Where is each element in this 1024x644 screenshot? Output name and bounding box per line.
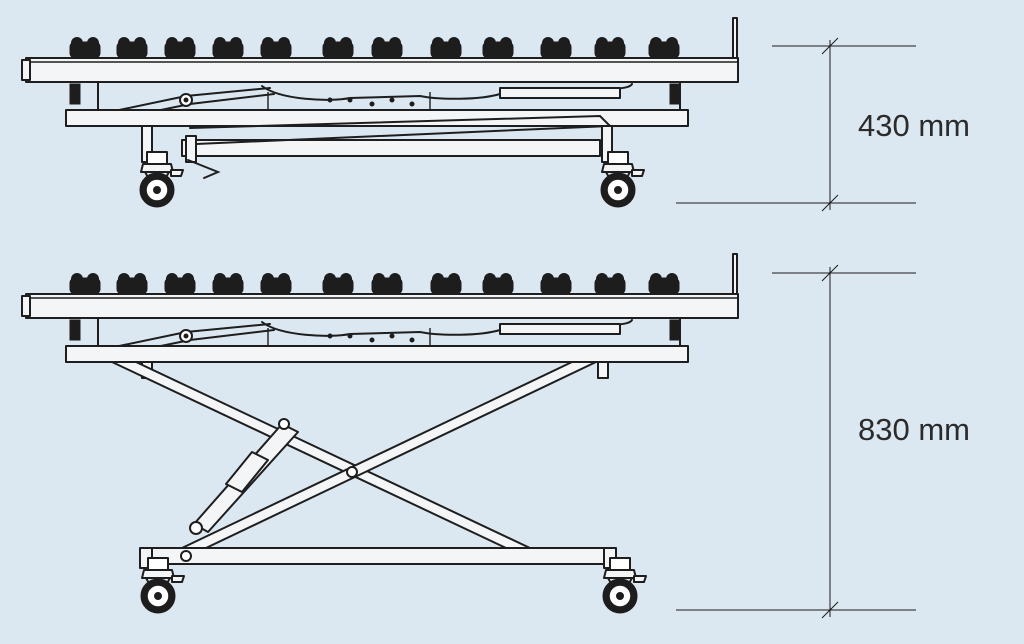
height-label-low: 430 mm	[858, 108, 970, 143]
bed-low-position	[22, 18, 738, 208]
bed-high-position	[22, 254, 738, 614]
dimension-high	[676, 264, 916, 619]
dimension-low	[676, 37, 916, 212]
height-label-high: 830 mm	[858, 412, 970, 447]
